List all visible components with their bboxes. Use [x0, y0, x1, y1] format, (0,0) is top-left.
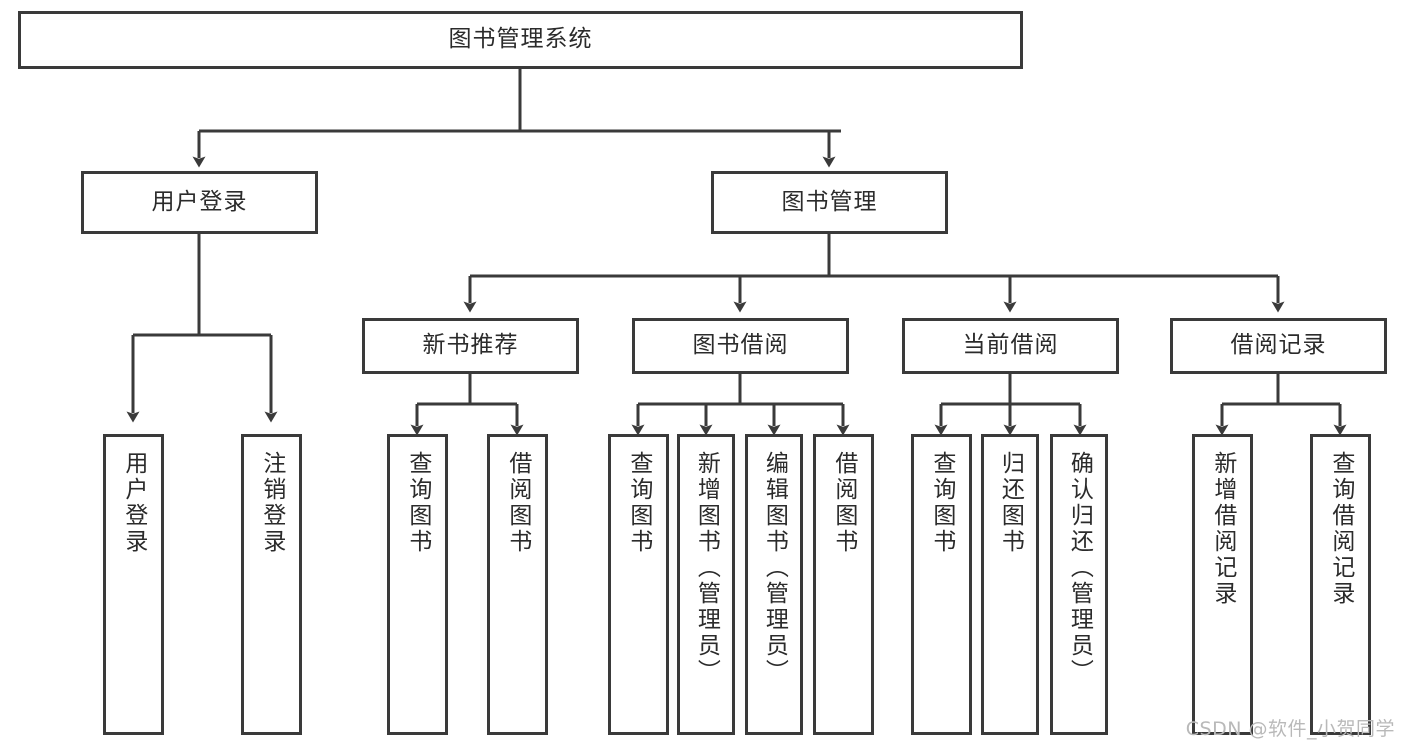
leaf-current-borrow-query-book[interactable]: 查询图书 [911, 434, 972, 735]
node-label: 编辑图书（管理员） [761, 451, 788, 685]
leaf-book-borrow-borrow-book[interactable]: 借阅图书 [813, 434, 874, 735]
node-label: 查询图书 [404, 451, 431, 555]
node-label: 图书管理 [781, 188, 878, 215]
leaf-user-login-logout[interactable]: 注销登录 [241, 434, 302, 735]
watermark-csdn: CSDN @软件_小贺同学 [1185, 718, 1395, 740]
node-label: 确认归还（管理员） [1066, 451, 1093, 685]
node-user-login[interactable]: 用户登录 [81, 171, 318, 234]
node-label: 查询图书 [928, 451, 955, 555]
leaf-book-borrow-add-book-admin[interactable]: 新增图书（管理员） [677, 434, 735, 735]
leaf-borrow-record-query-record[interactable]: 查询借阅记录 [1310, 434, 1371, 735]
node-label: 新增图书（管理员） [693, 451, 720, 685]
node-label: 图书管理系统 [448, 26, 593, 53]
leaf-user-login-login[interactable]: 用户登录 [103, 434, 164, 735]
leaf-borrow-record-add-record[interactable]: 新增借阅记录 [1192, 434, 1253, 735]
node-label: 用户登录 [120, 451, 147, 555]
node-borrow-record[interactable]: 借阅记录 [1170, 318, 1387, 374]
leaf-new-book-query-book[interactable]: 查询图书 [387, 434, 448, 735]
leaf-book-borrow-edit-book-admin[interactable]: 编辑图书（管理员） [745, 434, 803, 735]
node-label: 借阅记录 [1230, 332, 1327, 359]
node-label: 借阅图书 [504, 451, 531, 555]
node-label: 新增借阅记录 [1209, 451, 1236, 607]
leaf-current-borrow-confirm-return-admin[interactable]: 确认归还（管理员） [1050, 434, 1108, 735]
node-current-borrow[interactable]: 当前借阅 [902, 318, 1119, 374]
leaf-new-book-borrow-book[interactable]: 借阅图书 [487, 434, 548, 735]
node-label: 查询图书 [625, 451, 652, 555]
node-label: 注销登录 [258, 451, 285, 555]
node-label: 归还图书 [997, 451, 1024, 555]
leaf-current-borrow-return-book[interactable]: 归还图书 [981, 434, 1039, 735]
node-label: 借阅图书 [830, 451, 857, 555]
node-label: 新书推荐 [422, 332, 519, 359]
node-label: 当前借阅 [962, 332, 1059, 359]
node-root-book-management-system[interactable]: 图书管理系统 [18, 11, 1023, 69]
node-book-borrow[interactable]: 图书借阅 [632, 318, 849, 374]
node-label: 查询借阅记录 [1327, 451, 1354, 607]
node-label: 图书借阅 [692, 332, 789, 359]
leaf-book-borrow-query-book[interactable]: 查询图书 [608, 434, 669, 735]
node-new-book-recommend[interactable]: 新书推荐 [362, 318, 579, 374]
node-label: 用户登录 [151, 188, 248, 215]
node-book-management[interactable]: 图书管理 [711, 171, 948, 234]
